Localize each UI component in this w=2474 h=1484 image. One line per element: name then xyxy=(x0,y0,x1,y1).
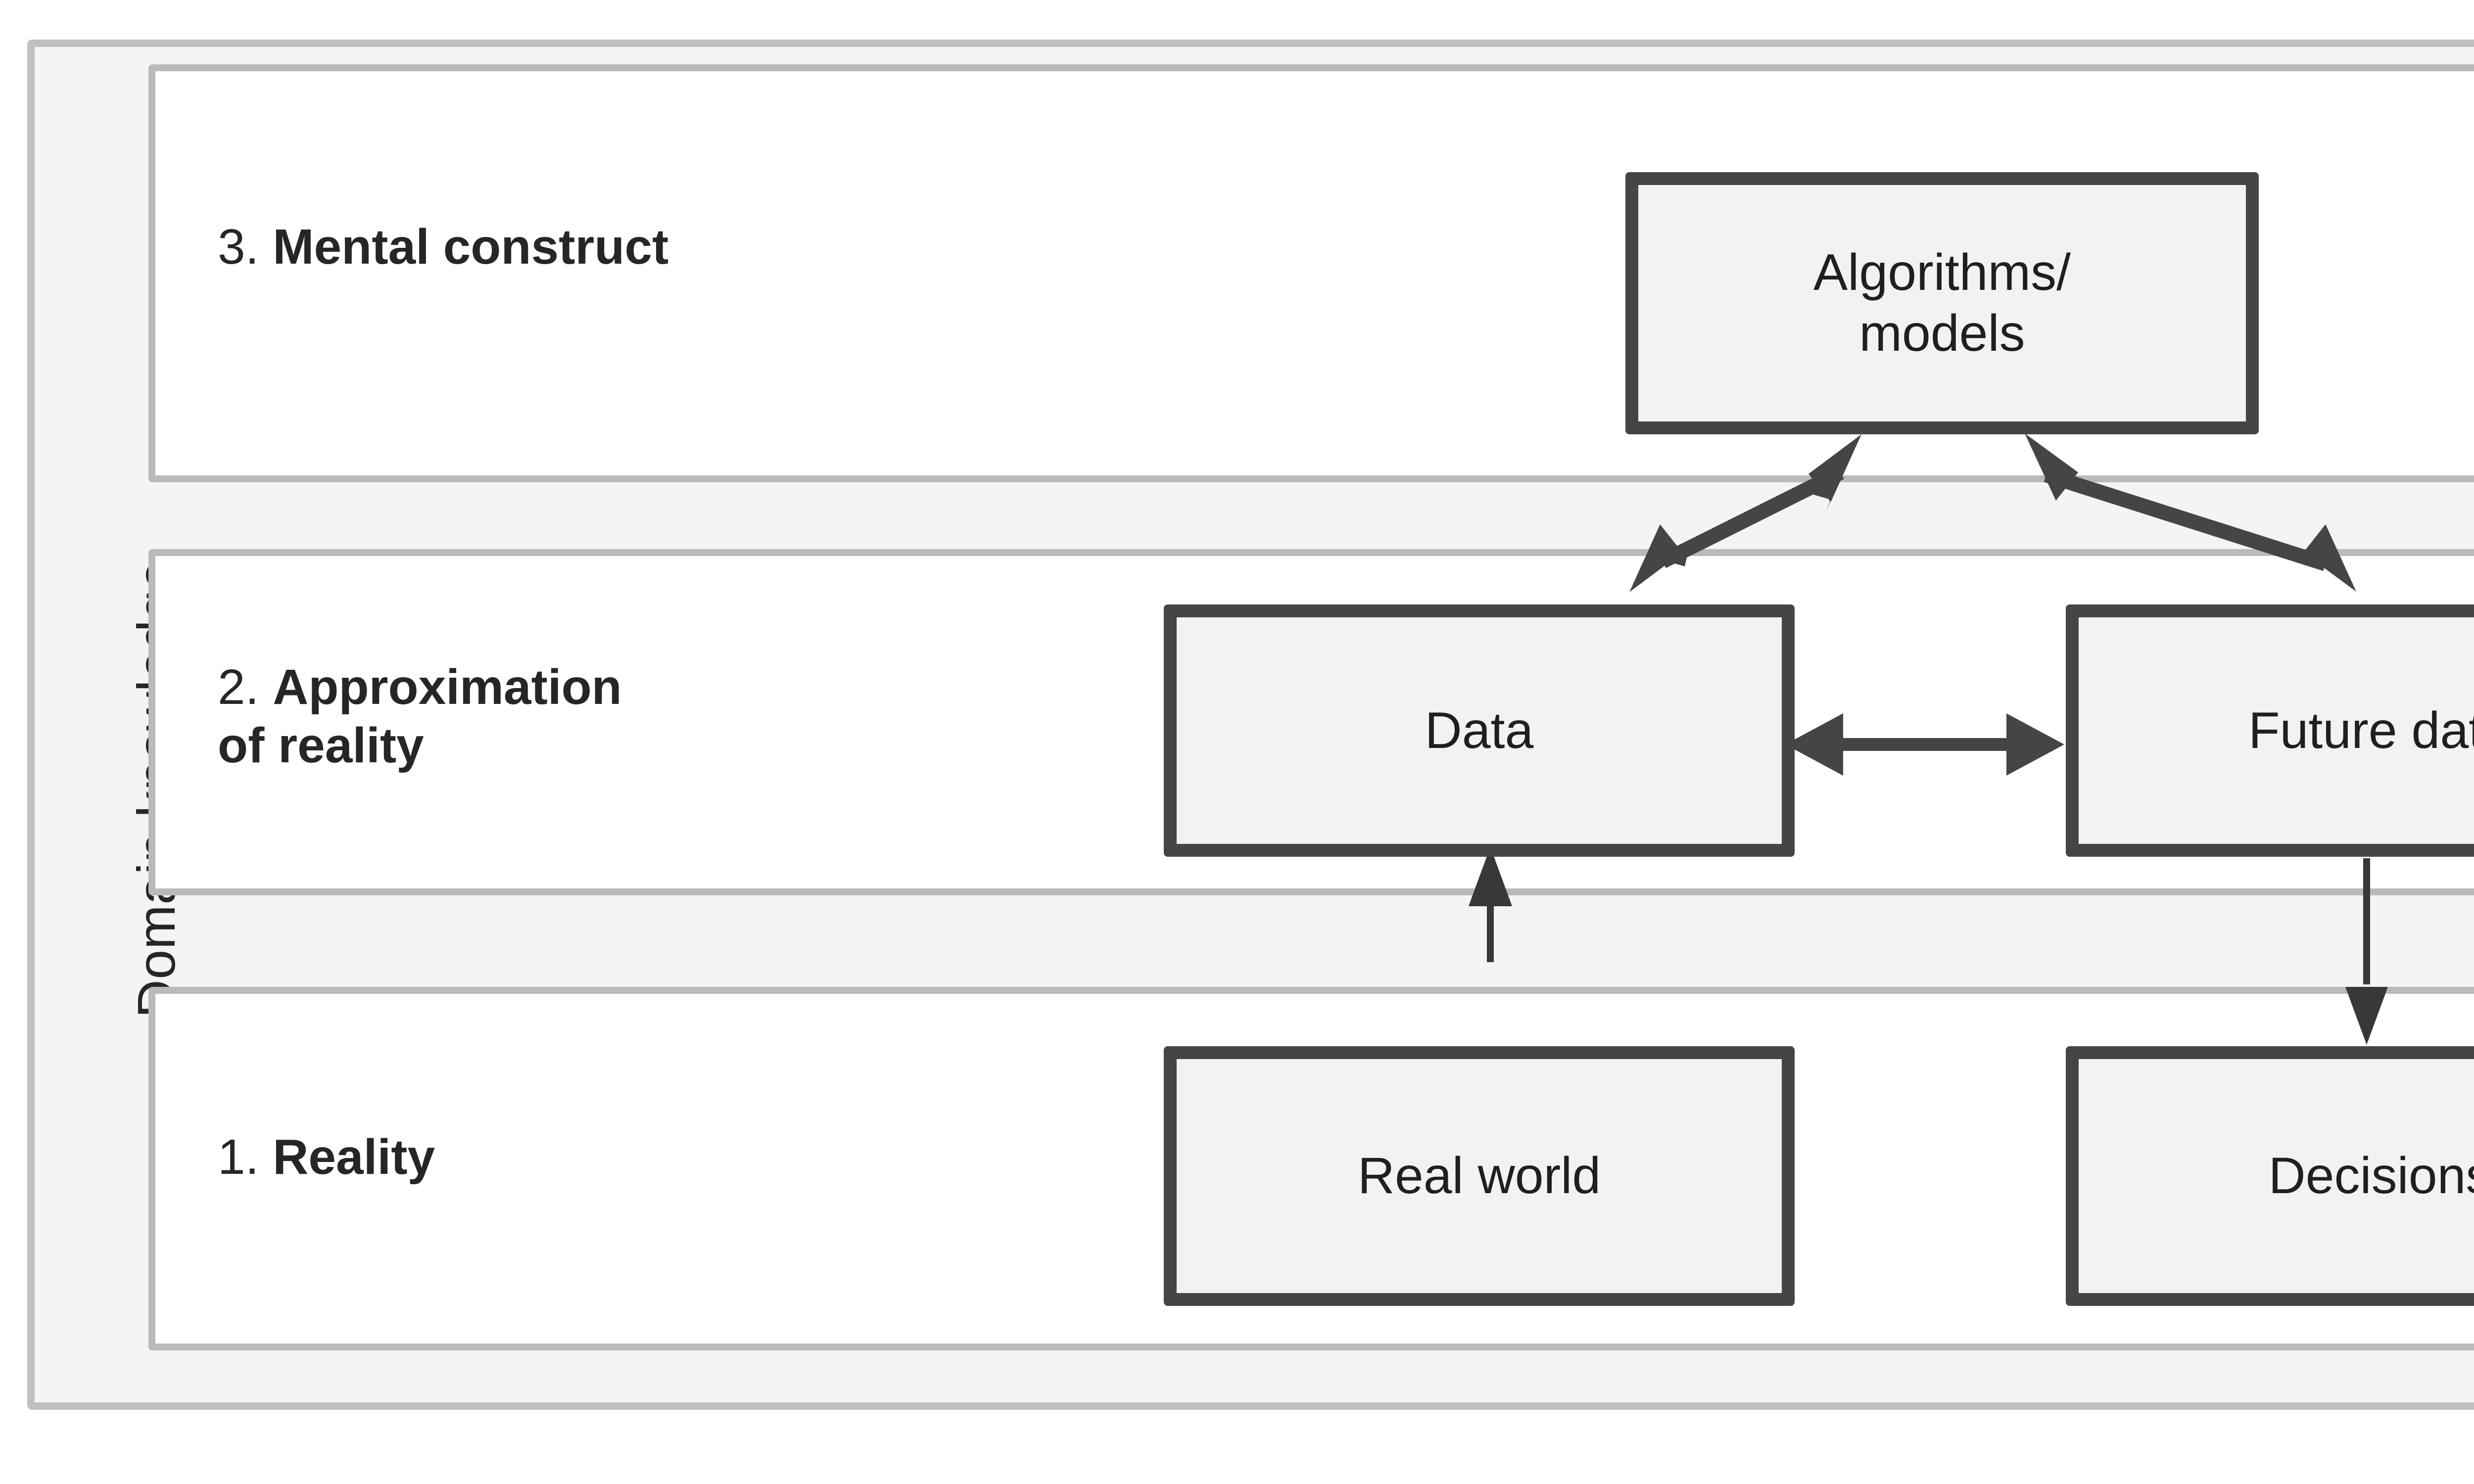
arrow-real-world-data xyxy=(1469,847,1512,962)
arrow-algorithms-future-data xyxy=(2025,433,2356,592)
layer-name-1: Reality xyxy=(273,1129,435,1185)
node-real-world[interactable]: Real world xyxy=(1164,1046,1795,1306)
arrow-data-future-data xyxy=(1785,713,2064,776)
arrow-future-data-decisions xyxy=(2345,858,2388,1045)
layer-name-3: Mental construct xyxy=(273,219,669,275)
layer-number-3: 3. xyxy=(218,219,259,275)
node-algorithms-models[interactable]: Algorithms/ models xyxy=(1625,172,2259,434)
layer-label-3: 3. Mental construct xyxy=(218,218,668,276)
node-decisions[interactable]: Decisions xyxy=(2066,1046,2474,1306)
layer-name-2: Approximation of reality xyxy=(218,659,622,773)
node-future-data[interactable]: Future data xyxy=(2066,604,2474,857)
layer-label-2: 2. Approximation of reality xyxy=(218,658,622,775)
node-data[interactable]: Data xyxy=(1164,604,1795,857)
layer-number-1: 1. xyxy=(218,1129,259,1185)
layer-label-1: 1. Reality xyxy=(218,1128,435,1186)
layer-number-2: 2. xyxy=(218,659,259,715)
arrow-algorithms-data xyxy=(1629,434,1861,592)
